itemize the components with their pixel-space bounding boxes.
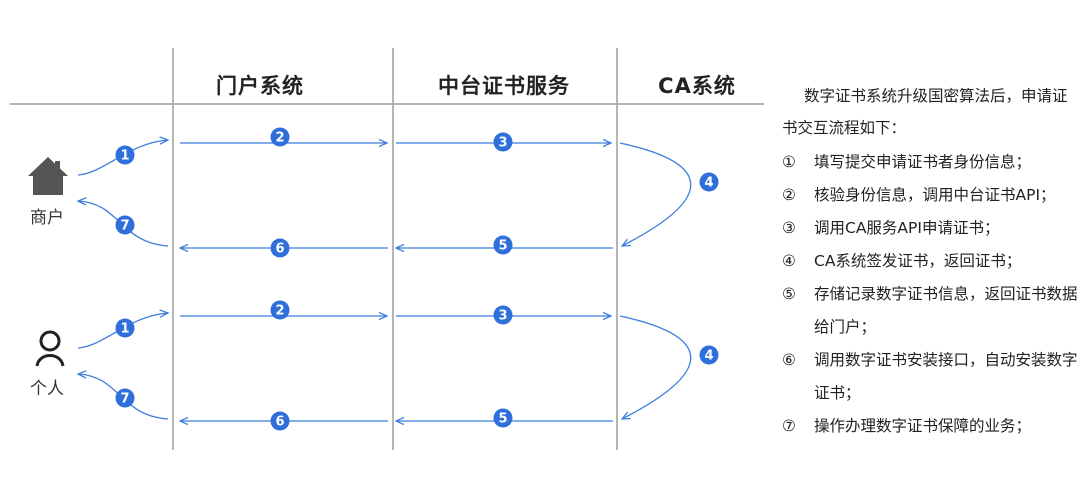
step-badge: 2: [270, 300, 290, 320]
step-badge: 2: [270, 127, 290, 147]
description-step: ③ 调用CA服务API申请证书；: [782, 212, 1082, 245]
flow-merchant: 1 2 3 4 5 6 7: [78, 127, 719, 258]
flow-diagram: 1 2 3 4 5 6 7 1 2 3 4 5 6 7: [10, 48, 764, 450]
step-badge: 5: [493, 408, 513, 428]
step-badge-label: 5: [498, 412, 507, 427]
step-number: ⑥: [782, 351, 796, 369]
column-header-ca-system: CA系统: [658, 74, 736, 98]
house-icon: [28, 157, 68, 195]
step-badge: 1: [115, 145, 135, 165]
description-step: ④ CA系统签发证书，返回证书；: [782, 245, 1082, 278]
step-text: 填写提交申请证书者身份信息；: [814, 153, 1032, 171]
description-step: ① 填写提交申请证书者身份信息；: [782, 146, 1082, 179]
step-badge: 7: [115, 388, 135, 408]
step-badge-label: 6: [275, 415, 284, 430]
step-number: ④: [782, 252, 796, 270]
step-badge-label: 7: [120, 219, 129, 234]
step-text: 调用CA服务API申请证书；: [814, 219, 1000, 237]
step-number: ⑦: [782, 417, 796, 435]
step-badge-label: 2: [275, 304, 284, 319]
step-badge: 4: [699, 172, 719, 192]
step-badge: 3: [493, 305, 513, 325]
step-badge: 4: [699, 345, 719, 365]
description-step: ⑥ 调用数字证书安装接口，自动安装数字证书；: [782, 344, 1082, 410]
column-header-middle-cert-service: 中台证书服务: [438, 74, 570, 98]
description-step: ⑤ 存储记录数字证书信息，返回证书数据给门户；: [782, 278, 1082, 344]
step-badge: 5: [493, 235, 513, 255]
step-badge: 3: [493, 132, 513, 152]
step-badge: 1: [115, 318, 135, 338]
step-text: 核验身份信息，调用中台证书API；: [814, 186, 1056, 204]
actor-label-merchant: 商户: [30, 208, 64, 228]
step-number: ③: [782, 219, 796, 237]
step-badge-label: 2: [275, 131, 284, 146]
step-text: CA系统签发证书，返回证书；: [814, 252, 1022, 270]
step-badge: 6: [270, 238, 290, 258]
step-badge: 7: [115, 215, 135, 235]
step-badge-label: 4: [704, 176, 713, 191]
step-text: 调用数字证书安装接口，自动安装数字证书；: [814, 351, 1078, 402]
step-badge-label: 6: [275, 242, 284, 257]
description-intro: 数字证书系统升级国密算法后，申请证书交互流程如下：: [782, 87, 1068, 137]
flow-individual: 1 2 3 4 5 6 7: [78, 300, 719, 431]
step-badge: 6: [270, 411, 290, 431]
person-icon: [35, 330, 65, 367]
description-step: ⑦ 操作办理数字证书保障的业务；: [782, 410, 1082, 443]
step-badge-label: 5: [498, 239, 507, 254]
step-badge-label: 3: [498, 309, 507, 324]
step-number: ①: [782, 153, 796, 171]
step-text: 操作办理数字证书保障的业务；: [814, 417, 1032, 435]
step-badge-label: 1: [120, 322, 129, 337]
flow-arrow: [619, 142, 692, 246]
column-header-portal: 门户系统: [216, 74, 304, 98]
step-badge-label: 7: [120, 392, 129, 407]
process-description: 数字证书系统升级国密算法后，申请证书交互流程如下： ① 填写提交申请证书者身份信…: [782, 80, 1082, 443]
step-badge-label: 1: [120, 149, 129, 164]
step-text: 存储记录数字证书信息，返回证书数据给门户；: [814, 285, 1078, 336]
actor-label-individual: 个人: [30, 379, 64, 399]
step-number: ⑤: [782, 285, 796, 303]
step-badge-label: 4: [704, 349, 713, 364]
step-number: ②: [782, 186, 796, 204]
description-step: ② 核验身份信息，调用中台证书API；: [782, 179, 1082, 212]
flow-arrow: [619, 315, 692, 419]
step-badge-label: 3: [498, 136, 507, 151]
